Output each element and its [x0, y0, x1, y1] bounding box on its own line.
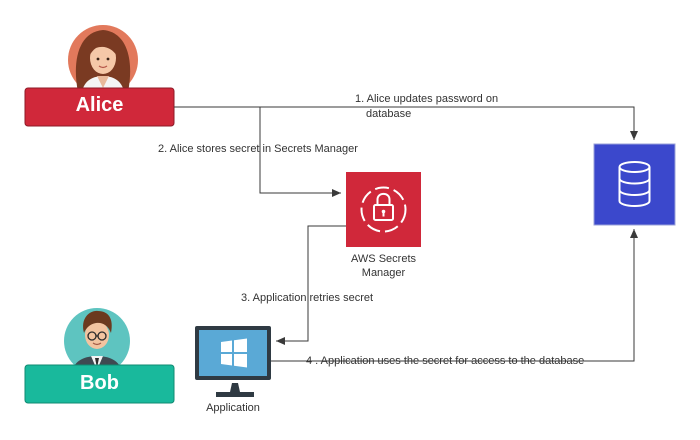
bob-name: Bob: [80, 372, 119, 394]
alice-avatar: [68, 25, 138, 95]
alice-name: Alice: [76, 94, 124, 116]
secrets-manager-box: [346, 172, 421, 247]
secrets-manager-node: [346, 172, 421, 247]
step3-arrow: [276, 225, 346, 345]
alice-face: [90, 42, 116, 74]
bob-hair-icon: [83, 310, 112, 333]
step1-label-line2: database: [366, 108, 411, 120]
step1-label-line1: 1. Alice updates password on: [355, 93, 498, 105]
bob-name-box: [24, 364, 175, 404]
secrets-manager-label-line2: Manager: [362, 267, 406, 279]
bob-face: [85, 321, 109, 349]
step2-arrow: [259, 107, 341, 197]
step4-arrow: [271, 229, 638, 362]
bob-avatar: [64, 308, 130, 374]
database-icon: [618, 161, 651, 207]
application-label: Application: [206, 402, 260, 414]
step2-label: 2. Alice stores secret in Secrets Manage…: [158, 143, 358, 155]
secrets-manager-icon: [360, 186, 407, 233]
database-node: [593, 143, 676, 226]
secrets-manager-label-line1: AWS Secrets: [351, 253, 416, 265]
step4-label: 4 . Application uses the secret for acce…: [306, 355, 584, 367]
step1-arrow: [174, 106, 638, 140]
database-box: [593, 143, 676, 226]
windows-monitor-icon: [195, 326, 271, 397]
step3-label: 3. Application retries secret: [241, 292, 373, 304]
application-node: [195, 326, 271, 397]
